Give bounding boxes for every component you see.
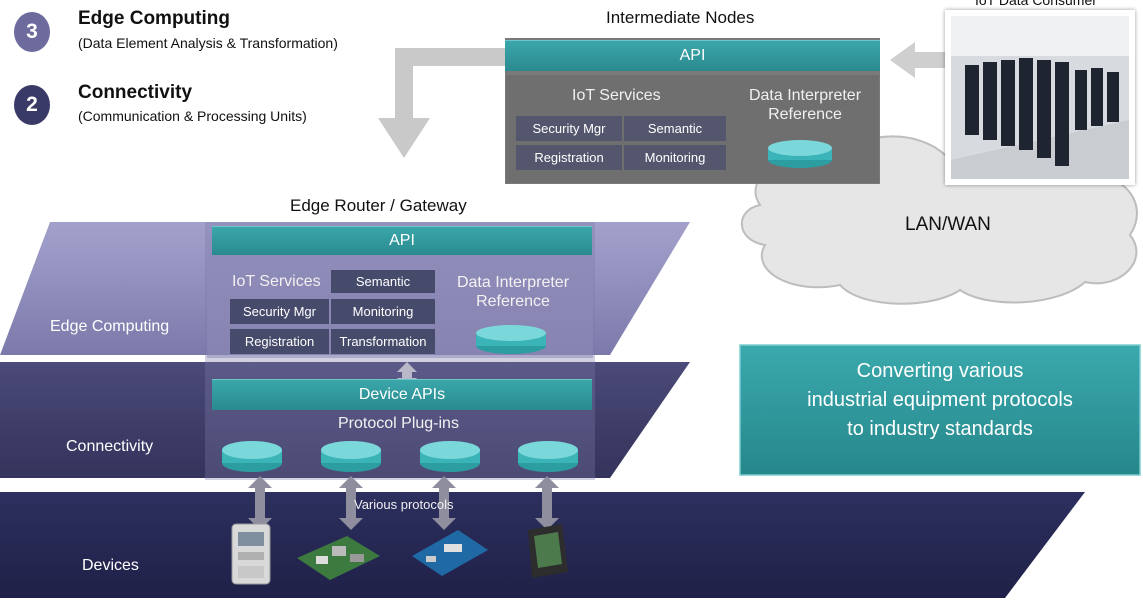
intermediate-api: API [505,40,880,71]
plugin-db-icon-1 [222,441,282,472]
callout-line-1: Converting various [856,360,1024,382]
intermediate-chip-security: Security Mgr [516,116,622,141]
legend-badge-2: 2 [14,85,50,125]
gateway-interpreter: Data Interpreter Reference [456,274,570,310]
protocol-plugins-label: Protocol Plug-ins [338,415,459,432]
callout-line-2: industrial equipment protocols [807,389,1073,411]
downlink-arrow [378,48,505,158]
callout-line-3: to industry standards [847,418,1033,440]
smart-meter-icon [231,523,271,585]
gateway-chip-security: Security Mgr [230,299,329,324]
legend-sub-edge: (Data Element Analysis & Transformation) [78,35,338,51]
device-apis-bar: Device APIs [212,379,592,410]
plugin-db-icon-4 [518,441,578,472]
gateway-chip-semantic: Semantic [331,270,435,293]
server-room-image [951,16,1129,179]
gateway-title: Edge Router / Gateway [290,196,467,215]
intermediate-chip-semantic: Semantic [624,116,726,141]
intermediate-db-icon [768,140,832,168]
consumer-photo [945,10,1135,185]
plugin-db-icon-2 [321,441,381,472]
gateway-services-title: IoT Services [232,273,321,290]
legend-sub-connectivity: (Communication & Processing Units) [78,108,307,124]
gateway-chip-registration: Registration [230,329,329,354]
intermediate-chip-registration: Registration [516,145,622,170]
layer-label-edge: Edge Computing [50,318,170,335]
callout-box [739,344,1141,476]
plugin-db-icon-3 [420,441,480,472]
intermediate-chip-monitoring: Monitoring [624,145,726,170]
callout-text: Converting various industrial equipment … [740,357,1140,444]
sensor-board-icon [528,524,568,578]
layer-label-connectivity: Connectivity [66,438,154,455]
intermediate-title: Intermediate Nodes [606,8,755,27]
consumer-label: IoT Data Consumer [975,0,1097,8]
legend-badge-3: 3 [14,12,50,52]
arduino-icon [412,530,488,576]
raspberry-pi-icon [297,536,380,580]
gateway-chip-transformation: Transformation [331,329,435,354]
consumer-arrow [890,42,945,78]
gateway-db-icon [476,325,546,354]
layer-label-devices: Devices [82,557,139,574]
lan-wan-label: LAN/WAN [905,214,991,235]
various-protocols-label: Various protocols [354,497,454,512]
intermediate-services-title: IoT Services [572,87,661,104]
gateway-chip-monitoring: Monitoring [331,299,435,324]
intermediate-interpreter: Data Interpreter Reference [748,87,862,123]
legend-title-connectivity: Connectivity [78,82,193,103]
legend-title-edge: Edge Computing [78,8,230,29]
gateway-api: API [212,226,592,255]
